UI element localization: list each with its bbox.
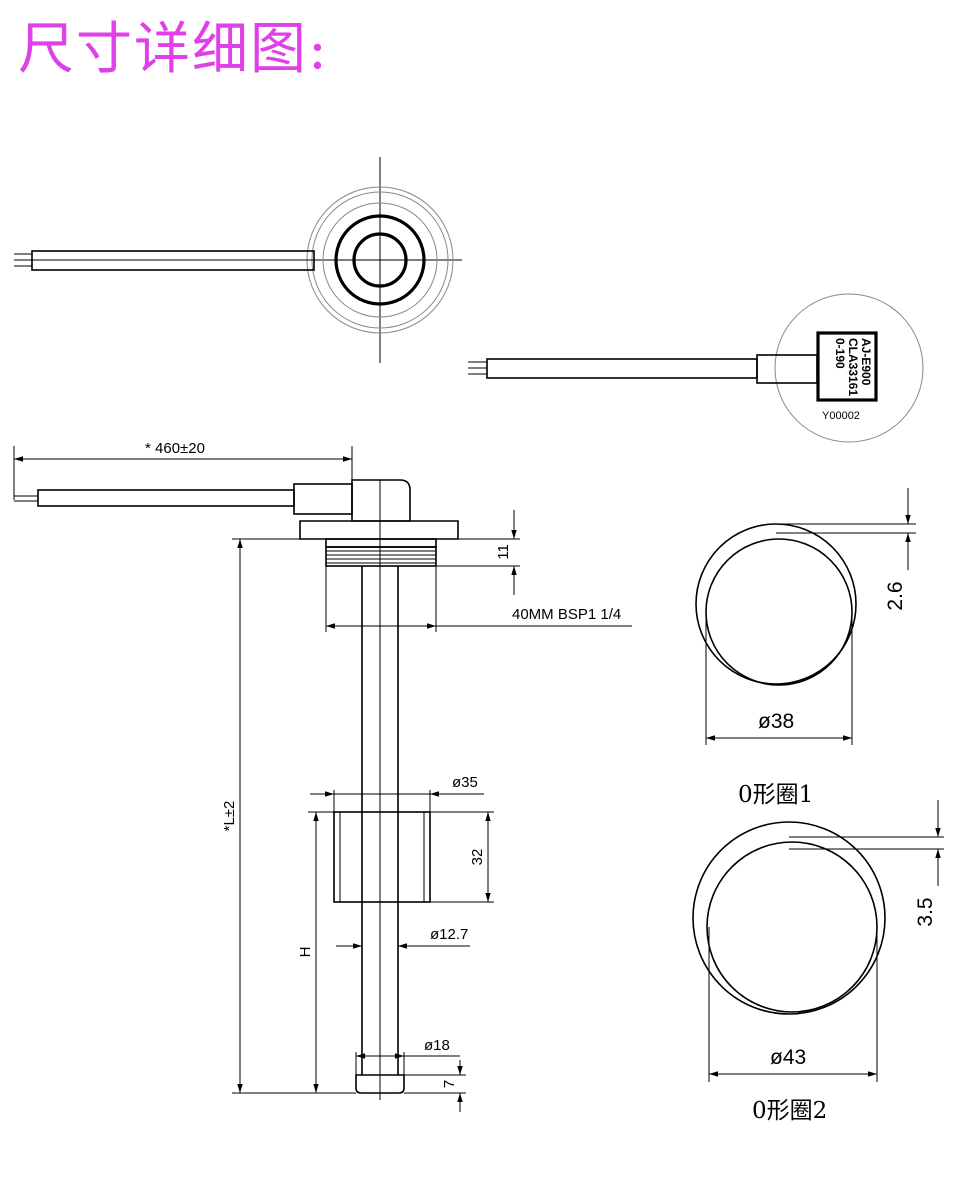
float-diameter-dim: ø35: [452, 774, 478, 791]
top-view: [14, 157, 462, 363]
oring-2: 3.5 ø43 0形圈2: [692, 800, 944, 1124]
float-height-dim: 32: [469, 849, 486, 866]
total-length-dim: *L±2: [221, 801, 238, 832]
cable-length-dim: * 460±20: [145, 440, 205, 457]
sensor-front-view: * 460±20 11: [13, 440, 632, 1112]
oring1-thickness-dim: 2.6: [884, 581, 907, 610]
oring2-diameter-dim: ø43: [770, 1046, 806, 1069]
oring1-caption: 0形圈1: [738, 782, 813, 808]
tip-height-dim: 7: [441, 1080, 458, 1088]
label-code: Y00002: [822, 410, 860, 422]
label-line1: AJ-E900: [859, 338, 873, 386]
label-line2: CLA33161: [846, 338, 860, 396]
float-position-dim: H: [297, 947, 314, 958]
oring-1: 2.6 ø38 0形圈1: [695, 488, 916, 808]
oring1-diameter-dim: ø38: [758, 710, 794, 733]
oring2-thickness-dim: 3.5: [914, 897, 937, 926]
tip-diameter-dim: ø18: [424, 1037, 450, 1054]
page-title: 尺寸详细图:: [18, 17, 329, 82]
rod-diameter-dim: ø12.7: [430, 926, 468, 943]
flange-height-dim: 11: [495, 544, 512, 560]
label-view: AJ-E900 CLA33161 0-190 Y00002: [468, 293, 924, 443]
oring2-caption: 0形圈2: [752, 1098, 827, 1124]
thread-spec-dim: 40MM BSP1 1/4: [512, 606, 621, 623]
label-line3: 0-190: [833, 338, 847, 369]
